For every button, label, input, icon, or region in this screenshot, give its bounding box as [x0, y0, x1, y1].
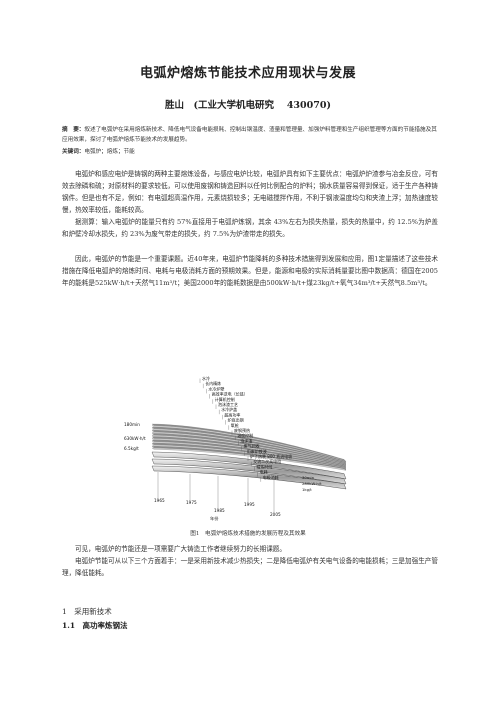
measure-label: 氧枪 — [231, 422, 239, 428]
x-axis-label: 年份 — [210, 515, 219, 522]
keywords: 关键词：电弧炉；熔炼；节能 — [62, 148, 438, 157]
measure-label: 废气回收 — [244, 443, 260, 449]
measure-label: 用废炉铁液 — [247, 448, 267, 454]
measure-label: 水冷炉壁 — [208, 385, 224, 391]
main-band — [151, 458, 347, 485]
abstract-text: 叙述了电弧炉在采用熔炼新技术、降低电气设备电能损耗、控制出钢温度、渣量和管理量、… — [62, 127, 437, 143]
year-label: 1965 — [154, 498, 165, 503]
figure-1-diagram: 180min 630kW·h/t 6.5kg/t 水冷长内精炼水冷炉壁高效率送电（长弧… — [124, 375, 347, 522]
abstract: 摘 要：叙述了电弧炉在采用熔炼新技术、降低电气设备电能损耗、控制出钢温度、渣量和… — [62, 126, 438, 145]
paragraph-2: 据测算：输入电弧炉的能量只有约 57%直接用于电弧炉炼钢，其余 43%左右为损失… — [62, 218, 438, 238]
measure-label: 炉底出钢 — [228, 417, 244, 423]
subsection-heading-1-1: 1.1 高功率炼钢法 — [62, 621, 128, 630]
measure-label: 泡沫渣 — [240, 437, 252, 443]
year-label: 1985 — [214, 508, 225, 513]
paragraph-3: 因此，电弧炉的节能是一个重要课题。近40年来，电弧炉节能降耗的多种技术措施得到发… — [62, 255, 438, 287]
year-label: 2005 — [270, 512, 281, 517]
paragraph-4: 可见，电弧炉的节能还是一项需要广大铸造工作者继续努力的长期课题。 — [75, 545, 286, 553]
left-axis-label: 180min — [124, 422, 140, 427]
left-axis-label: 6.5kg/t — [124, 446, 139, 451]
measure-label: 长内精炼 — [205, 380, 221, 386]
right-value-label: 1kg/t — [302, 487, 312, 492]
main-band — [151, 465, 347, 490]
abstract-label: 摘 要： — [62, 127, 85, 133]
right-value-label: 30min — [302, 475, 315, 480]
measure-label: 超高功率 — [224, 411, 240, 417]
figure-content: 180min 630kW·h/t 6.5kg/t 水冷长内精炼水冷炉壁高效率送电（长弧… — [124, 375, 347, 522]
section-heading-1: 1 采用新技术 — [62, 607, 112, 616]
author-line: 胜山 (工业大学机电研究 430070) — [165, 100, 331, 111]
measure-label: 炉子热装 800 直流电极 — [250, 453, 292, 459]
measure-label: 泡沫渣工艺 — [218, 401, 238, 407]
figure-caption: 图1 电弧炉熔炼技术措施的发展历程及其效果 — [190, 531, 306, 537]
measure-label: 水冷 — [202, 375, 210, 381]
paragraph-1: 电弧炉和感应电炉是铸钢的两种主要熔炼设备，与感应电炉比较，电弧炉具有如下主要优点… — [62, 170, 438, 214]
keywords-text: 电弧炉；熔炼；节能 — [84, 149, 135, 155]
left-axis-label: 630kW·h/t — [124, 436, 146, 441]
measure-label: 温度控制 — [237, 432, 253, 438]
paper-title: 电弧炉熔炼节能技术应用现状与发展 — [139, 66, 356, 81]
year-label: 1975 — [186, 500, 197, 505]
measure-label: 水冷炉盖 — [221, 406, 237, 412]
measure-label: 高效率送电（长弧） — [212, 391, 248, 397]
paragraph-5: 电弧炉节能可从以下三个方面着手：一是采用新技术减少热损失；二是降低电弧炉有关电气… — [62, 557, 438, 577]
year-label: 1995 — [244, 502, 255, 507]
measure-label: 电耗 — [260, 469, 268, 475]
main-band — [151, 451, 347, 480]
measure-label: 计算机控制 — [215, 396, 235, 402]
measure-label: 交流二次高电阻 — [253, 458, 281, 464]
keywords-label: 关键词： — [62, 149, 85, 155]
measure-label: 精炼时间 — [256, 463, 272, 469]
right-value-label: 280kW·h/t — [302, 481, 322, 486]
band-layer — [151, 447, 347, 471]
measure-label: 电极消耗 — [263, 474, 279, 480]
measure-label: 废钢预热 — [234, 427, 250, 433]
